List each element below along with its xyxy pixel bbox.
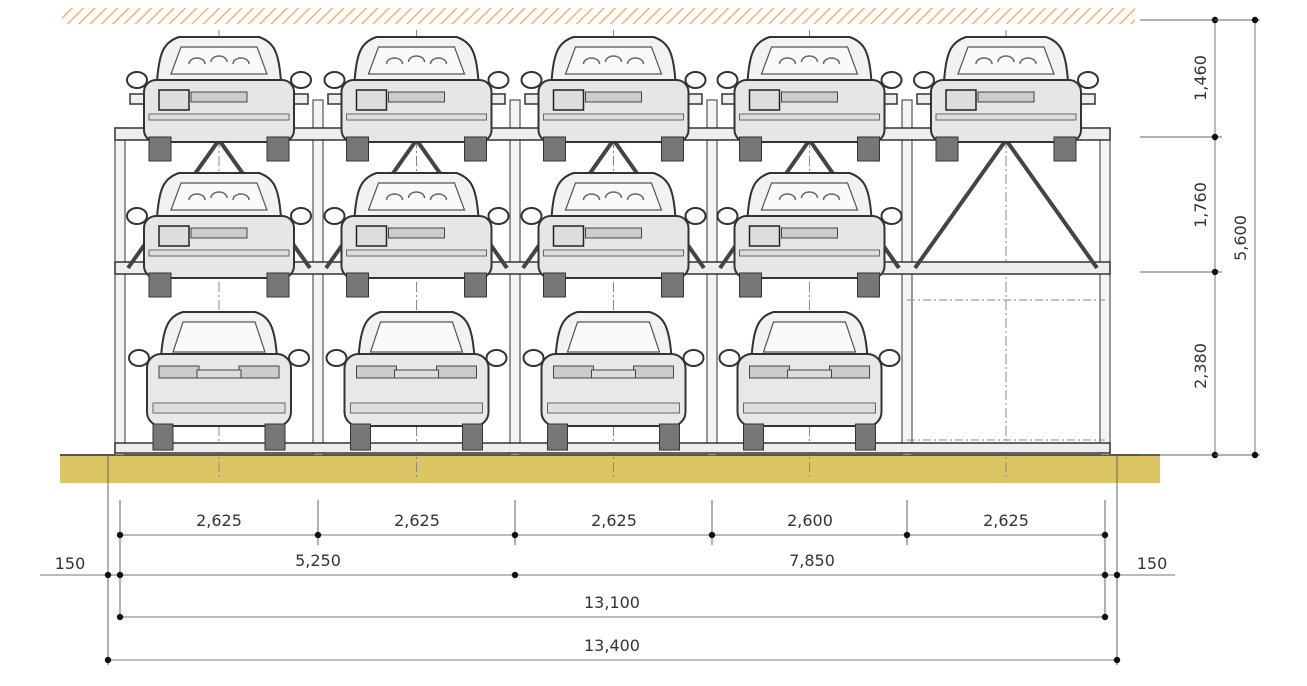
dimension-dot	[1101, 531, 1109, 539]
steel-column	[706, 99, 718, 456]
dimension-dot	[708, 531, 716, 539]
dimension-dot	[1211, 133, 1219, 141]
inner-total-dim: 13,100	[584, 593, 640, 612]
bay-dim-4: 2,600	[787, 511, 833, 530]
level-dim-top: 1,460	[1191, 55, 1210, 101]
dimension-dot	[1211, 268, 1219, 276]
group-a-dim: 5,250	[295, 551, 341, 570]
ground-slab	[60, 456, 1160, 483]
dimension-dot	[1101, 571, 1109, 579]
dimension-dot	[1101, 613, 1109, 621]
dimension-dot	[116, 531, 124, 539]
bay-dim-1: 2,625	[196, 511, 242, 530]
level-dim-middle: 1,760	[1191, 182, 1210, 228]
overall-height-dim: 5,600	[1231, 215, 1250, 261]
dimension-dot	[1113, 571, 1121, 579]
steel-column	[114, 127, 126, 456]
dimension-dot	[116, 571, 124, 579]
left-offset-dim: 150	[55, 554, 86, 573]
dimension-dot	[1251, 16, 1259, 24]
bay-dim-2: 2,625	[394, 511, 440, 530]
top-row-car	[126, 36, 312, 162]
dimension-dot	[104, 571, 112, 579]
ground-rail	[114, 442, 1111, 454]
dimension-dot	[511, 571, 519, 579]
cars	[126, 36, 1099, 451]
steel-column	[312, 99, 324, 456]
dimensions: 2,625 2,625 2,625 2,600 2,625 150 5,250 …	[40, 16, 1260, 665]
middle-row-car	[520, 172, 707, 298]
dimension-dot	[104, 656, 112, 664]
group-b-dim: 7,850	[789, 551, 835, 570]
dimension-dot	[1113, 656, 1121, 664]
right-offset-dim: 150	[1137, 554, 1168, 573]
top-row-car	[323, 36, 510, 162]
middle-row-car	[323, 172, 510, 298]
middle-row-car	[126, 172, 312, 298]
dimension-dot	[1251, 451, 1259, 459]
dimension-dot	[314, 531, 322, 539]
steel-column	[901, 99, 913, 456]
top-row-car	[913, 36, 1099, 162]
steel-column	[1099, 127, 1111, 456]
dimension-dot	[511, 531, 519, 539]
dimension-dot	[903, 531, 911, 539]
dimension-dot	[116, 613, 124, 621]
bay-dim-5: 2,625	[983, 511, 1029, 530]
middle-row-car	[716, 172, 903, 298]
top-row-car	[716, 36, 903, 162]
ceiling-hatch	[62, 8, 1135, 24]
steel-column	[509, 99, 521, 456]
top-row-car	[520, 36, 707, 162]
level-dim-bottom: 2,380	[1191, 343, 1210, 389]
overall-total-dim: 13,400	[584, 636, 640, 655]
bay-dim-3: 2,625	[591, 511, 637, 530]
